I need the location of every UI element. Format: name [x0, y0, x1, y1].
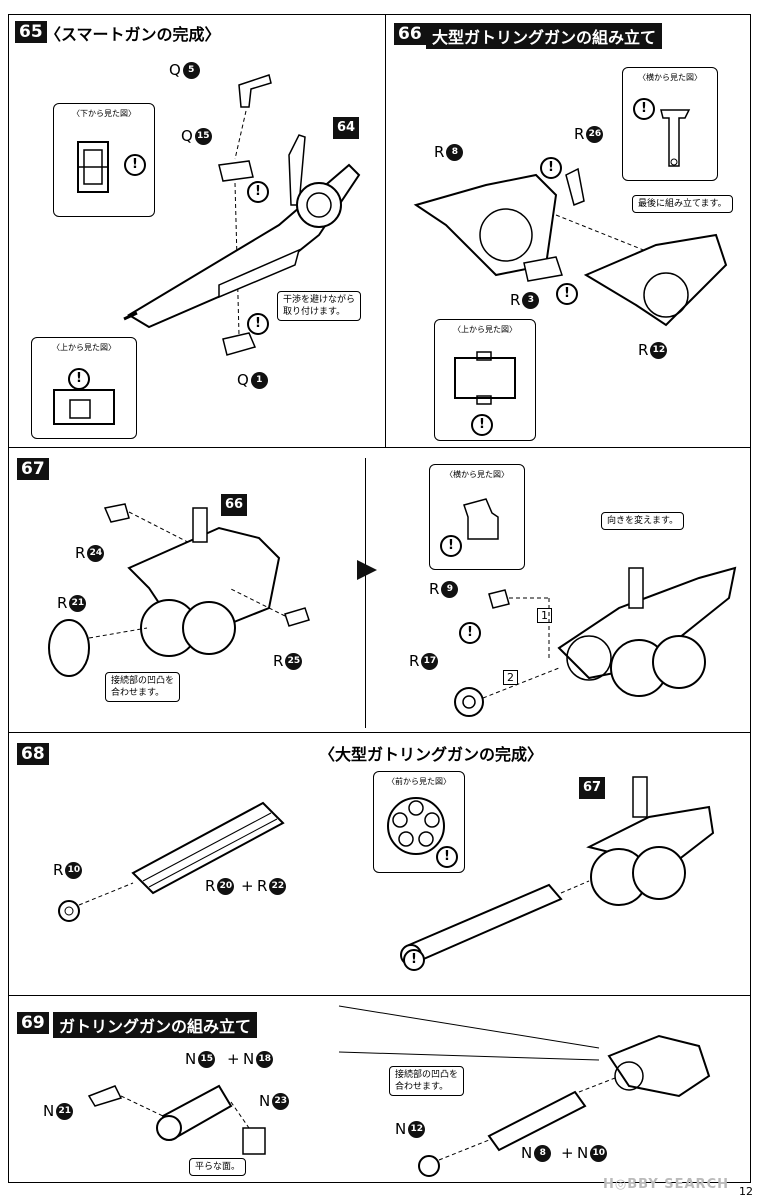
caution-icon: !: [459, 622, 481, 644]
top-view-caption: 〈上から見た図〉: [52, 343, 116, 352]
assemble-last-note: 最後に組み立てます。: [632, 195, 733, 213]
change-direction-note: 向きを変えます。: [601, 512, 685, 530]
caution-icon: !: [436, 846, 458, 868]
side-view-part-drawing: [660, 109, 691, 167]
order-index-1: 1: [537, 608, 552, 623]
front-view-callout: 〈前から見た図〉 !: [373, 771, 465, 873]
step-66-title: 大型ガトリングガンの組み立て: [426, 23, 663, 49]
side-view-callout: 〈横から見た図〉 !: [622, 67, 718, 181]
align-connection-note: 接続部の凹凸を 合わせます。: [105, 672, 181, 702]
ref-step-67-tag: 67: [579, 777, 606, 799]
step-66-number: 66: [394, 23, 426, 45]
bottom-view-part-drawing: [77, 141, 109, 193]
ref-step-66-tag: 66: [221, 494, 248, 516]
step-68-number: 68: [17, 743, 49, 765]
step-65-title: 〈スマートガンの完成〉: [45, 25, 221, 44]
ref-step-64-tag: 64: [333, 117, 360, 139]
completed-gatling-drawing: [400, 776, 715, 966]
flat-surface-note: 平らな面。: [189, 1158, 247, 1176]
bottom-view-callout: 〈下から見た図〉 !: [53, 103, 155, 217]
bottom-view-caption: 〈下から見た図〉: [72, 109, 136, 118]
avoid-interference-note: 干渉を避けながら 取り付けます。: [277, 291, 362, 321]
top-view-callout-66: 〈上から見た図〉 !: [434, 319, 536, 441]
step-69-title: ガトリングガンの組み立て: [53, 1012, 258, 1038]
side-view-caption-67: 〈横から見た図〉: [445, 470, 509, 479]
caution-icon: !: [471, 414, 493, 436]
top-view-part-drawing-66: [454, 351, 516, 405]
barrel-assembly-drawing: [58, 801, 285, 922]
step-68-title: 〈大型ガトリングガンの完成〉: [319, 745, 544, 764]
smart-gun-drawing: [123, 74, 361, 356]
step-65-number: 65: [15, 21, 47, 43]
caution-icon: !: [403, 949, 425, 971]
step-69-number: 69: [17, 1012, 49, 1034]
side-view-callout-67: 〈横から見た図〉 !: [429, 464, 525, 570]
top-view-caption-66: 〈上から見た図〉: [453, 325, 517, 334]
caution-icon: !: [440, 535, 462, 557]
plus-sign: +: [561, 1144, 574, 1162]
gatling-assembly-drawing-67: [48, 503, 310, 677]
caution-icon: !: [247, 181, 269, 203]
caution-icon: !: [556, 283, 578, 305]
side-view-part-drawing-67: [463, 498, 499, 540]
gatling-assembly-drawing-67b: [454, 566, 737, 717]
caution-icon: !: [633, 98, 655, 120]
plus-sign: +: [227, 1050, 240, 1068]
gatling-final-drawing: [338, 1005, 711, 1177]
side-view-caption: 〈横から見た図〉: [638, 73, 702, 82]
next-arrow-icon: [357, 560, 377, 580]
caution-icon: !: [124, 154, 146, 176]
front-view-barrel-drawing: [387, 797, 445, 855]
top-view-part-drawing: [53, 389, 115, 425]
watermark: H◎BBY SEARCH: [602, 1177, 729, 1192]
caution-icon: !: [540, 157, 562, 179]
caution-icon: !: [68, 368, 90, 390]
top-view-callout: 〈上から見た図〉 !: [31, 337, 137, 439]
step-divider: [365, 458, 366, 728]
align-connection-note-69: 接続部の凹凸を 合わせます。: [389, 1066, 465, 1096]
front-view-caption: 〈前から見た図〉: [387, 777, 451, 786]
order-index-2: 2: [503, 670, 518, 685]
page-number: 12: [739, 1185, 753, 1198]
step-67-number: 67: [17, 458, 49, 480]
gatling-small-parts-drawing: [87, 1084, 266, 1155]
caution-icon: !: [247, 313, 269, 335]
gatling-gun-body-drawing: [413, 167, 728, 327]
plus-sign: +: [241, 877, 254, 895]
